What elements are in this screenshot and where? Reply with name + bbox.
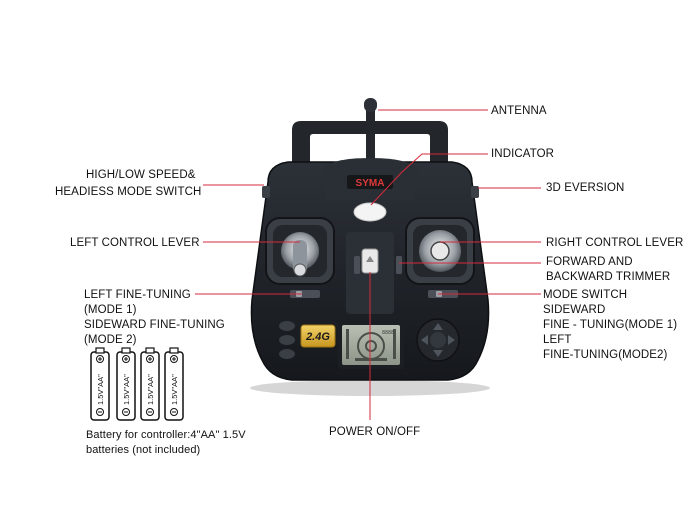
label-battery-line2: batteries (not included)	[86, 444, 201, 456]
label-forward-trimmer-line1: FORWARD AND	[546, 256, 633, 268]
eversion-button[interactable]	[471, 186, 479, 198]
left-side-buttons[interactable]	[279, 321, 295, 359]
label-mode-switch: MODE SWITCH	[543, 289, 628, 301]
label-speed-switch-line1: HIGH/LOW SPEED&	[86, 169, 196, 181]
battery-voltage-label: 1.5V"AA"	[96, 374, 105, 405]
battery-3: 1.5V"AA"	[140, 347, 160, 421]
label-left-fine-line4: (MODE 2)	[84, 334, 137, 346]
left-control-lever[interactable]	[265, 217, 335, 285]
antenna-shape	[364, 98, 377, 166]
frequency-text: 2.4G	[305, 331, 330, 343]
brand-badge	[347, 175, 393, 189]
label-fine-tuning-mode1: FINE - TUNING(MODE 1)	[543, 319, 678, 331]
label-indicator: INDICATOR	[491, 148, 555, 160]
label-right-lever: RIGHT CONTROL LEVER	[546, 237, 684, 249]
battery-voltage-label: 1.5V"AA"	[170, 374, 179, 405]
forward-trimmer-right[interactable]	[396, 256, 402, 274]
label-left-fine-line3: SIDEWARD FINE-TUNING	[84, 319, 225, 331]
battery-2: 1.5V"AA"	[116, 347, 136, 421]
leader-indicator	[370, 153, 488, 206]
batteries: 1.5V"AA" 1.5V"AA" 1.5V"AA"	[90, 347, 184, 421]
label-left-lever: LEFT CONTROL LEVER	[70, 237, 200, 249]
speed-switch-button[interactable]	[262, 186, 270, 198]
leader-lines	[195, 109, 541, 420]
battery-4: 1.5V"AA"	[164, 347, 184, 421]
lcd-display: 8888	[338, 321, 404, 369]
battery-1: 1.5V"AA"	[90, 347, 110, 421]
label-sideward: SIDEWARD	[543, 304, 606, 316]
label-antenna: ANTENNA	[491, 105, 547, 117]
brand-logo: SYMA	[356, 178, 385, 189]
label-fine-tuning-mode2: FINE-TUNING(MODE2)	[543, 349, 668, 361]
label-left: LEFT	[543, 334, 572, 346]
label-left-fine-line2: (MODE 1)	[84, 304, 137, 316]
direction-pad[interactable]	[416, 318, 460, 362]
label-power: POWER ON/OFF	[329, 426, 421, 438]
label-3d-eversion: 3D EVERSION	[546, 182, 625, 194]
battery-voltage-label: 1.5V"AA"	[146, 374, 155, 405]
indicator-led	[353, 202, 387, 222]
label-left-fine-line1: LEFT FINE-TUNING	[84, 289, 191, 301]
battery-voltage-label: 1.5V"AA"	[122, 374, 131, 405]
label-forward-trimmer-line2: BACKWARD TRIMMER	[546, 271, 671, 283]
power-switch-arrow-icon	[366, 256, 374, 262]
forward-trimmer-left[interactable]	[354, 256, 360, 274]
svg-text:8888: 8888	[382, 330, 394, 336]
frequency-badge	[300, 324, 336, 348]
right-control-lever[interactable]	[405, 217, 475, 285]
label-speed-switch-line2: HEADIESS MODE SWITCH	[55, 186, 202, 198]
label-battery-line1: Battery for controller:4"AA" 1.5V	[86, 429, 246, 441]
